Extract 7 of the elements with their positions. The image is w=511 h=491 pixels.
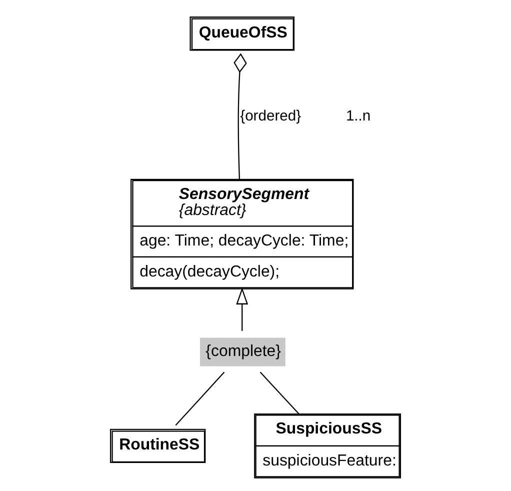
- connector: [260, 372, 300, 414]
- arrow: [236, 287, 248, 331]
- connector: [234, 53, 247, 180]
- edge-label: {ordered}: [240, 108, 302, 125]
- node-box: {complete}: [200, 338, 286, 366]
- label: 1..n: [346, 108, 371, 125]
- connector: [175, 372, 225, 426]
